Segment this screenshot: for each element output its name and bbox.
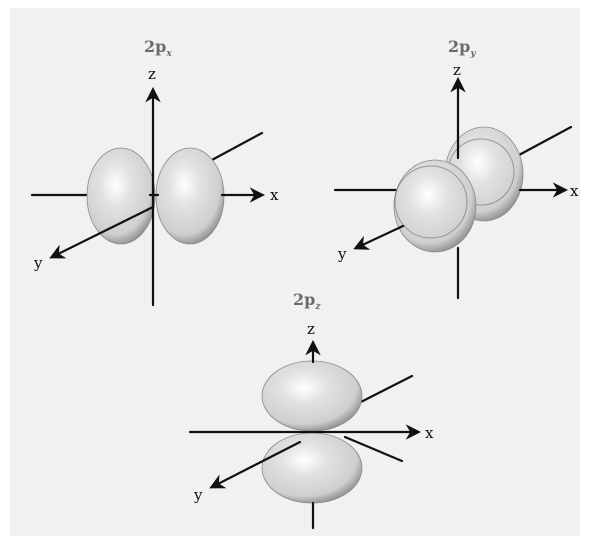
y-axis-label: y: [33, 254, 43, 272]
orbital-label-2pz: 2pz: [293, 290, 321, 312]
z-axis-label: z: [307, 320, 315, 338]
orbital-lobe-lower: [261, 432, 363, 504]
y-axis-label: y: [337, 245, 347, 263]
orbital-lobe-front-rim: [394, 165, 468, 239]
orbital-2py: 2py z x y: [333, 37, 579, 300]
y-axis-back: [208, 131, 264, 163]
z-axis-label: z: [148, 65, 156, 83]
z-axis-label: z: [453, 61, 461, 79]
orbital-label-subscript: x: [165, 49, 172, 59]
orbital-label-subscript: y: [469, 49, 476, 59]
orbital-lobe-left: [86, 147, 156, 245]
y-axis-front: [353, 224, 405, 250]
orbital-label-2px: 2px: [144, 37, 172, 59]
y-axis-label: y: [193, 486, 203, 504]
orbital-lobe-right: [155, 147, 225, 245]
orbital-label-main: 2p: [448, 37, 470, 56]
y-axis-back-upper: [353, 374, 414, 407]
x-axis-label: x: [425, 424, 434, 442]
orbital-label-subscript: z: [314, 302, 321, 312]
orbital-label-main: 2p: [144, 37, 166, 56]
y-axis-back: [517, 125, 573, 157]
orbital-label-main: 2p: [293, 290, 315, 309]
orbital-label-2py: 2py: [448, 37, 476, 59]
orbital-lobe-upper: [261, 360, 363, 432]
orbital-2px: 2px z x y: [30, 37, 279, 307]
y-axis-back-lower: [343, 435, 404, 463]
y-axis-front: [209, 440, 302, 489]
y-axis-front: [49, 205, 155, 259]
x-axis-label: x: [270, 186, 279, 204]
x-axis-label: x: [570, 182, 579, 200]
orbital-2pz: 2pz z x y: [188, 290, 434, 530]
